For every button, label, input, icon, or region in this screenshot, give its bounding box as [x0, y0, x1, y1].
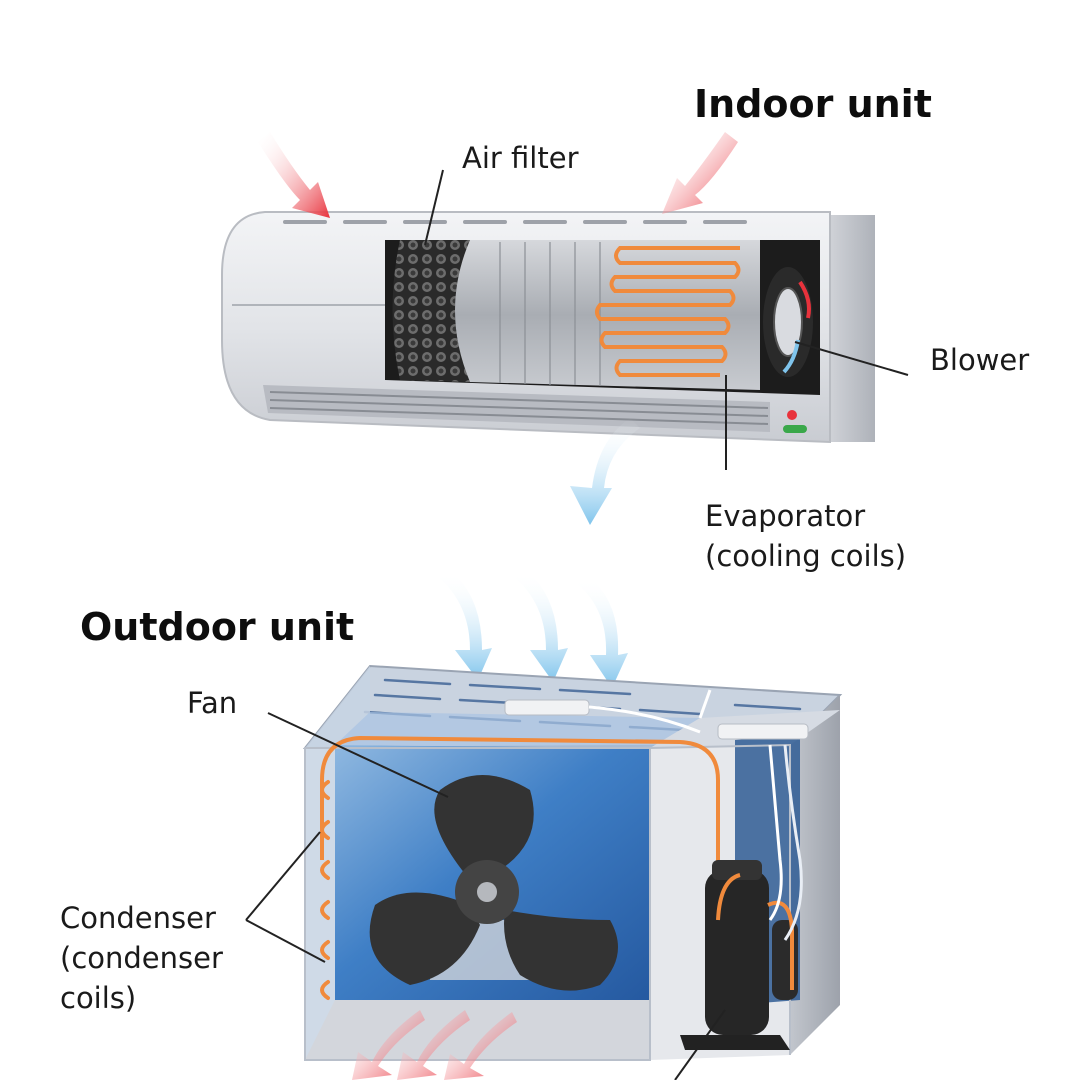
condenser-label-line2: (condenser	[60, 941, 223, 975]
evaporator-label-line2: (cooling coils)	[705, 539, 907, 573]
outdoor-side-face	[790, 695, 840, 1055]
leader-lines	[245, 169, 909, 1080]
cool-air-arrow-3-icon	[570, 578, 628, 688]
air-filter-mesh	[392, 240, 470, 382]
blower-label: Blower	[930, 343, 1030, 377]
condenser-label-line3: coils)	[60, 981, 137, 1015]
fan-blade-right	[504, 910, 618, 991]
cool-air-arrow-1-icon	[432, 572, 492, 680]
indoor-unit	[221, 211, 875, 444]
indoor-louvre	[263, 385, 770, 432]
warm-air-exhaust-3-icon	[444, 1012, 517, 1080]
condenser-leader-2	[245, 919, 326, 963]
cool-air-arrow-2-icon	[508, 572, 568, 682]
warm-air-arrow-left-icon	[258, 132, 330, 218]
outdoor-unit-title: Outdoor unit	[80, 605, 355, 649]
fan-leader	[267, 712, 449, 798]
blower-wheel	[773, 287, 803, 357]
indicator-green-icon	[783, 425, 807, 433]
warm-air-arrow-right-icon	[662, 132, 738, 214]
compressor-leader	[674, 1009, 726, 1080]
evaporator-coils	[595, 246, 741, 377]
outdoor-top-valve-1	[504, 699, 590, 716]
condenser-label-line1: Condenser	[60, 901, 216, 935]
condenser-coils	[320, 735, 720, 920]
warm-air-exhaust-1-icon	[352, 1010, 425, 1080]
indoor-unit-title: Indoor unit	[694, 82, 932, 126]
condenser-coil-bends	[320, 780, 330, 1000]
indoor-unit-side	[820, 215, 875, 442]
fan-blade-top	[434, 775, 534, 880]
evaporator-label-line1: Evaporator	[705, 499, 866, 533]
air-filter-label: Air filter	[462, 141, 579, 175]
indicator-red-icon	[787, 410, 797, 420]
warm-air-exhaust-2-icon	[397, 1010, 470, 1080]
outdoor-top-valve-2	[717, 723, 809, 740]
fan-label: Fan	[187, 686, 238, 720]
cool-air-arrow-down-icon	[570, 418, 640, 525]
fan	[369, 775, 618, 991]
fan-blade-left	[369, 892, 480, 985]
condenser-leader-1	[245, 831, 321, 921]
blower-leader	[794, 341, 909, 376]
air-filter-leader	[424, 169, 444, 246]
compressor-body	[705, 870, 769, 1035]
outdoor-unit	[302, 664, 843, 1061]
compressor	[680, 860, 798, 1050]
